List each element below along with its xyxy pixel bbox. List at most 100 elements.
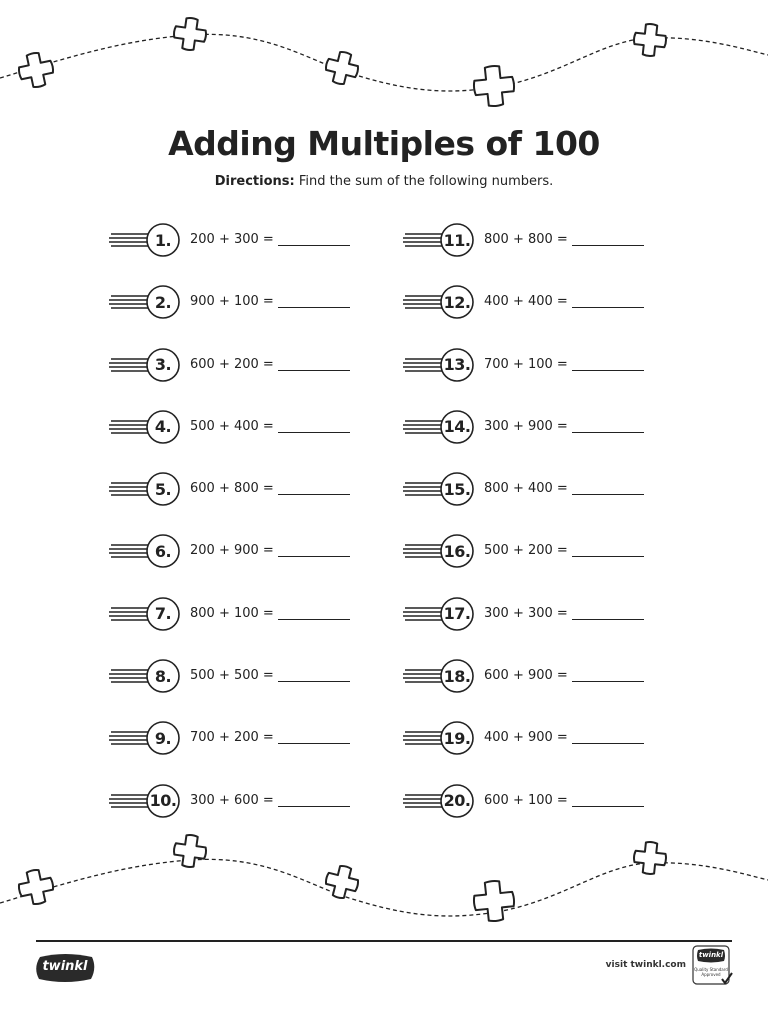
answer-blank[interactable] — [277, 805, 350, 807]
question-item: 5. 600 + 800 = — [108, 471, 408, 533]
question-text: 700 + 200 = — [190, 730, 350, 745]
pencil-icon — [403, 285, 474, 320]
question-text: 600 + 800 = — [190, 481, 350, 496]
question-equation: 600 + 200 = — [190, 356, 274, 372]
answer-blank[interactable] — [571, 743, 644, 745]
question-number: 9. — [154, 728, 172, 748]
answer-blank[interactable] — [571, 307, 644, 309]
question-number: 15. — [443, 479, 471, 499]
plus-icon — [324, 864, 360, 900]
question-equation: 500 + 500 = — [190, 668, 274, 684]
question-text: 900 + 100 = — [190, 294, 350, 309]
pencil-icon — [109, 721, 180, 756]
question-text: 700 + 100 = — [484, 357, 644, 372]
question-item: 4.500 + 400 = — [108, 409, 408, 471]
question-equation: 800 + 400 = — [484, 481, 568, 497]
question-text: 600 + 200 = — [190, 357, 350, 372]
question-number: 20. — [443, 791, 471, 811]
plus-icon — [173, 17, 207, 51]
question-text: 600 + 100 = — [484, 793, 644, 808]
answer-blank[interactable] — [277, 245, 350, 246]
question-badge: 12. — [402, 284, 474, 320]
question-badge: 11. — [402, 222, 474, 258]
pencil-icon — [403, 534, 474, 569]
question-number: 6. — [154, 541, 172, 561]
answer-blank[interactable] — [277, 307, 350, 309]
answer-blank[interactable] — [571, 369, 644, 371]
answer-blank[interactable] — [277, 618, 350, 620]
answer-blank[interactable] — [277, 369, 350, 371]
logo-text: twinkl — [42, 959, 88, 974]
pencil-icon — [109, 410, 180, 444]
pencil-icon — [109, 223, 180, 257]
question-item: 8.500 + 500 = — [108, 658, 408, 720]
question-number: 11. — [443, 230, 471, 250]
pencil-icon — [403, 347, 474, 382]
answer-blank[interactable] — [571, 556, 644, 558]
question-text: 200 + 300 = — [190, 232, 350, 247]
question-number: 4. — [154, 417, 172, 437]
pencil-icon — [403, 659, 474, 693]
question-badge: 9. — [108, 720, 180, 756]
pencil-icon — [403, 783, 474, 818]
plus-icon — [472, 879, 516, 923]
plus-icon — [17, 868, 55, 906]
question-item: 9. 700 + 200 = — [108, 720, 408, 782]
answer-blank[interactable] — [571, 681, 644, 683]
plus-icon — [633, 841, 667, 875]
question-number: 7. — [154, 604, 172, 624]
question-equation: 200 + 300 = — [190, 232, 274, 247]
answer-blank[interactable] — [277, 494, 350, 496]
question-number: 12. — [443, 292, 471, 312]
answer-blank[interactable] — [571, 245, 644, 246]
question-number: 19. — [443, 728, 471, 748]
pencil-icon — [403, 721, 474, 756]
pencil-icon — [403, 472, 474, 506]
question-badge: 7. — [108, 596, 180, 632]
question-number: 5. — [154, 479, 172, 499]
plus-icon — [324, 50, 360, 86]
question-item: 18. 600 + 900 = — [402, 658, 702, 720]
question-item: 12.400 + 400 = — [402, 284, 702, 346]
answer-blank[interactable] — [277, 556, 350, 558]
visit-link[interactable]: visit twinkl.com — [605, 960, 686, 970]
question-number: 17. — [443, 604, 471, 624]
question-number: 18. — [443, 666, 471, 686]
plus-icon — [472, 64, 516, 108]
question-item: 10. 300 + 600 = — [108, 783, 408, 845]
question-equation: 800 + 100 = — [190, 605, 274, 621]
question-text: 300 + 600 = — [190, 793, 350, 808]
pencil-icon — [109, 659, 180, 693]
answer-blank[interactable] — [571, 494, 644, 496]
plus-icon — [17, 51, 55, 89]
pencil-icon — [109, 783, 180, 818]
answer-blank[interactable] — [277, 743, 350, 745]
question-item: 14.300 + 900 = — [402, 409, 702, 471]
question-item: 2.900 + 100 = — [108, 284, 408, 346]
answer-blank[interactable] — [571, 431, 644, 433]
question-number: 16. — [443, 541, 471, 561]
question-column-left: 1.200 + 300 =2.900 + 100 =3.600 + 200 =4… — [108, 222, 408, 845]
question-item: 6.200 + 900 = — [108, 533, 408, 595]
footer-divider — [36, 940, 732, 942]
question-item: 7. 800 + 100 = — [108, 596, 408, 658]
question-number: 3. — [154, 355, 172, 375]
answer-blank[interactable] — [571, 618, 644, 620]
answer-blank[interactable] — [571, 805, 644, 807]
answer-blank[interactable] — [277, 681, 350, 683]
question-badge: 10. — [108, 783, 180, 819]
pencil-icon — [109, 285, 180, 320]
question-number: 14. — [443, 417, 471, 437]
question-badge: 5. — [108, 471, 180, 507]
question-equation: 300 + 600 = — [190, 792, 274, 808]
directions-label: Directions: — [214, 174, 295, 189]
pencil-icon — [403, 223, 474, 257]
question-item: 13.700 + 100 = — [402, 347, 702, 409]
question-text: 500 + 200 = — [484, 543, 644, 558]
question-equation: 600 + 900 = — [484, 668, 568, 684]
badge-text: Quality Standard Approved — [694, 967, 728, 977]
bottom-decoration — [0, 834, 768, 923]
answer-blank[interactable] — [277, 431, 350, 433]
question-badge: 19. — [402, 720, 474, 756]
question-text: 600 + 900 = — [484, 668, 644, 683]
